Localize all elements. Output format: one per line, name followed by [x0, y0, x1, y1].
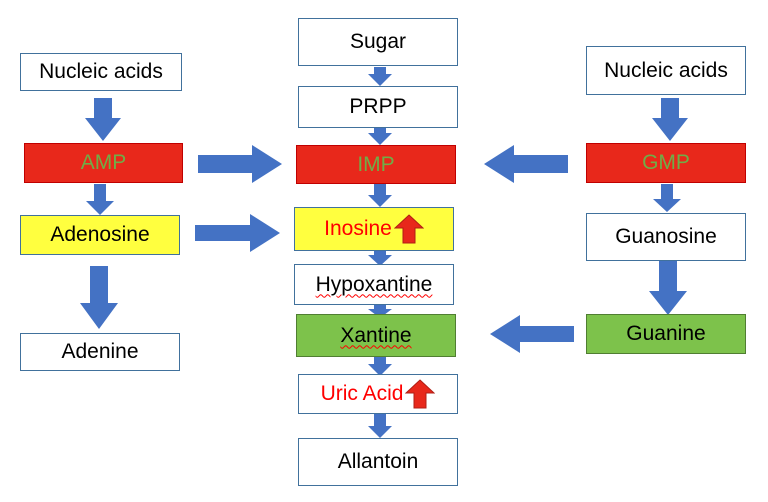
node-guanosine-label: Guanosine [615, 225, 717, 248]
arrow-hypoxantine-xantine [368, 305, 392, 318]
arrow-sugar-prpp [368, 67, 392, 86]
node-prpp: PRPP [298, 86, 458, 128]
arrow-nucleic-amp [85, 98, 121, 141]
node-imp: IMP [296, 145, 456, 184]
arrow-amp-adenosine [86, 184, 114, 215]
node-nucleic-acids-right: Nucleic acids [586, 46, 746, 95]
node-inosine-label: Inosine [324, 217, 392, 240]
node-nucleic-acids-left-label: Nucleic acids [39, 60, 163, 83]
increase-arrow-icon [393, 214, 424, 244]
arrow-inosine-hypoxantine [368, 251, 392, 266]
node-guanine-label: Guanine [626, 322, 706, 345]
node-allantoin-label: Allantoin [337, 450, 419, 473]
node-guanosine: Guanosine [586, 213, 746, 261]
arrow-prpp-imp [368, 128, 392, 145]
node-adenine-label: Adenine [61, 340, 139, 363]
node-imp-label: IMP [357, 152, 395, 176]
node-prpp-label: PRPP [349, 95, 407, 118]
arrow-gmp-imp [484, 145, 568, 183]
node-sugar-label: Sugar [349, 30, 407, 53]
arrow-amp-imp [198, 145, 282, 183]
node-amp-label: AMP [80, 151, 127, 174]
node-uric-acid-label: Uric Acid [320, 382, 404, 405]
node-hypoxantine: Hypoxantine [294, 264, 454, 305]
arrow-imp-inosine [368, 184, 392, 207]
node-guanine: Guanine [586, 314, 746, 354]
arrow-guanosine-guanine [649, 261, 687, 315]
node-nucleic-acids-left: Nucleic acids [20, 53, 182, 91]
node-gmp: GMP [586, 143, 746, 183]
arrow-adenosine-inosine [195, 214, 280, 252]
node-xantine: Xantine [296, 314, 456, 357]
arrow-nucleic-gmp [652, 98, 688, 141]
node-nucleic-acids-right-label: Nucleic acids [604, 58, 728, 82]
arrow-guanine-xantine [490, 315, 574, 353]
node-amp: AMP [24, 143, 183, 183]
arrow-uricacid-allantoin [368, 414, 392, 438]
node-gmp-label: GMP [642, 151, 690, 174]
node-inosine: Inosine [294, 207, 454, 251]
arrow-gmp-guanosine [653, 184, 681, 212]
arrow-xantine-uricacid [368, 357, 392, 376]
increase-arrow-icon [405, 379, 436, 409]
node-sugar: Sugar [298, 18, 458, 66]
arrow-adenosine-adenine [80, 266, 118, 329]
node-hypoxantine-label: Hypoxantine [315, 272, 433, 296]
node-adenosine: Adenosine [20, 215, 180, 255]
node-adenosine-label: Adenosine [50, 223, 150, 246]
node-uric-acid: Uric Acid [298, 374, 458, 414]
node-xantine-label: Xantine [340, 323, 412, 347]
node-adenine: Adenine [20, 333, 180, 371]
node-allantoin: Allantoin [298, 438, 458, 486]
